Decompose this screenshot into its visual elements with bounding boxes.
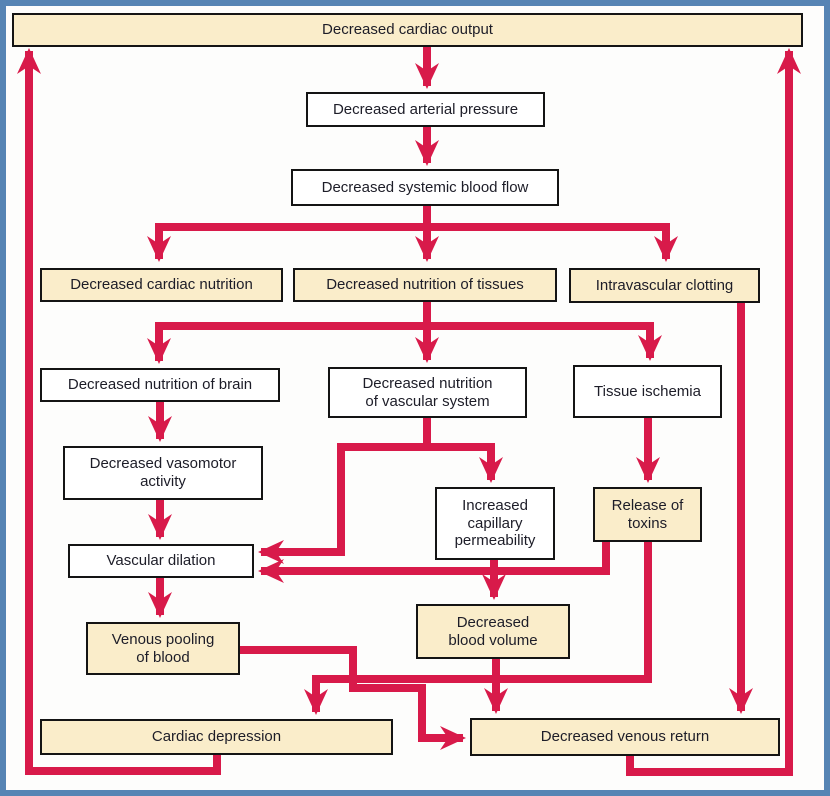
node-decreased-nutrition-of-brain: Decreased nutrition of brain: [40, 368, 280, 402]
node-decreased-venous-return: Decreased venous return: [470, 718, 780, 756]
node-decreased-cardiac-output: Decreased cardiac output: [12, 13, 803, 47]
node-decreased-blood-volume: Decreased blood volume: [416, 604, 570, 659]
edge-pooling-return: [240, 646, 466, 750]
edge-toxins-dilation: [258, 542, 610, 583]
node-increased-capillary-permeability: Increased capillary permeability: [435, 487, 555, 560]
node-vascular-dilation: Vascular dilation: [68, 544, 254, 578]
edge-depression-output-loop: [17, 48, 221, 775]
edge-return-output-loop: [626, 48, 801, 776]
node-release-of-toxins: Release of toxins: [593, 487, 702, 542]
node-venous-pooling-of-blood: Venous pooling of blood: [86, 622, 240, 675]
edge-toxins-depression: [304, 542, 652, 715]
node-decreased-nutrition-of-vascular-system: Decreased nutrition of vascular system: [328, 367, 527, 418]
edge-vascular-dilation: [258, 443, 345, 564]
edge-vascular-stem: [341, 418, 491, 451]
node-cardiac-depression: Cardiac depression: [40, 719, 393, 755]
node-decreased-systemic-blood-flow: Decreased systemic blood flow: [291, 169, 559, 206]
node-decreased-vasomotor-activity: Decreased vasomotor activity: [63, 446, 263, 500]
node-decreased-arterial-pressure: Decreased arterial pressure: [306, 92, 545, 127]
node-decreased-cardiac-nutrition: Decreased cardiac nutrition: [40, 268, 283, 302]
node-tissue-ischemia: Tissue ischemia: [573, 365, 722, 418]
node-intravascular-clotting: Intravascular clotting: [569, 268, 760, 303]
node-decreased-nutrition-of-tissues: Decreased nutrition of tissues: [293, 268, 557, 302]
